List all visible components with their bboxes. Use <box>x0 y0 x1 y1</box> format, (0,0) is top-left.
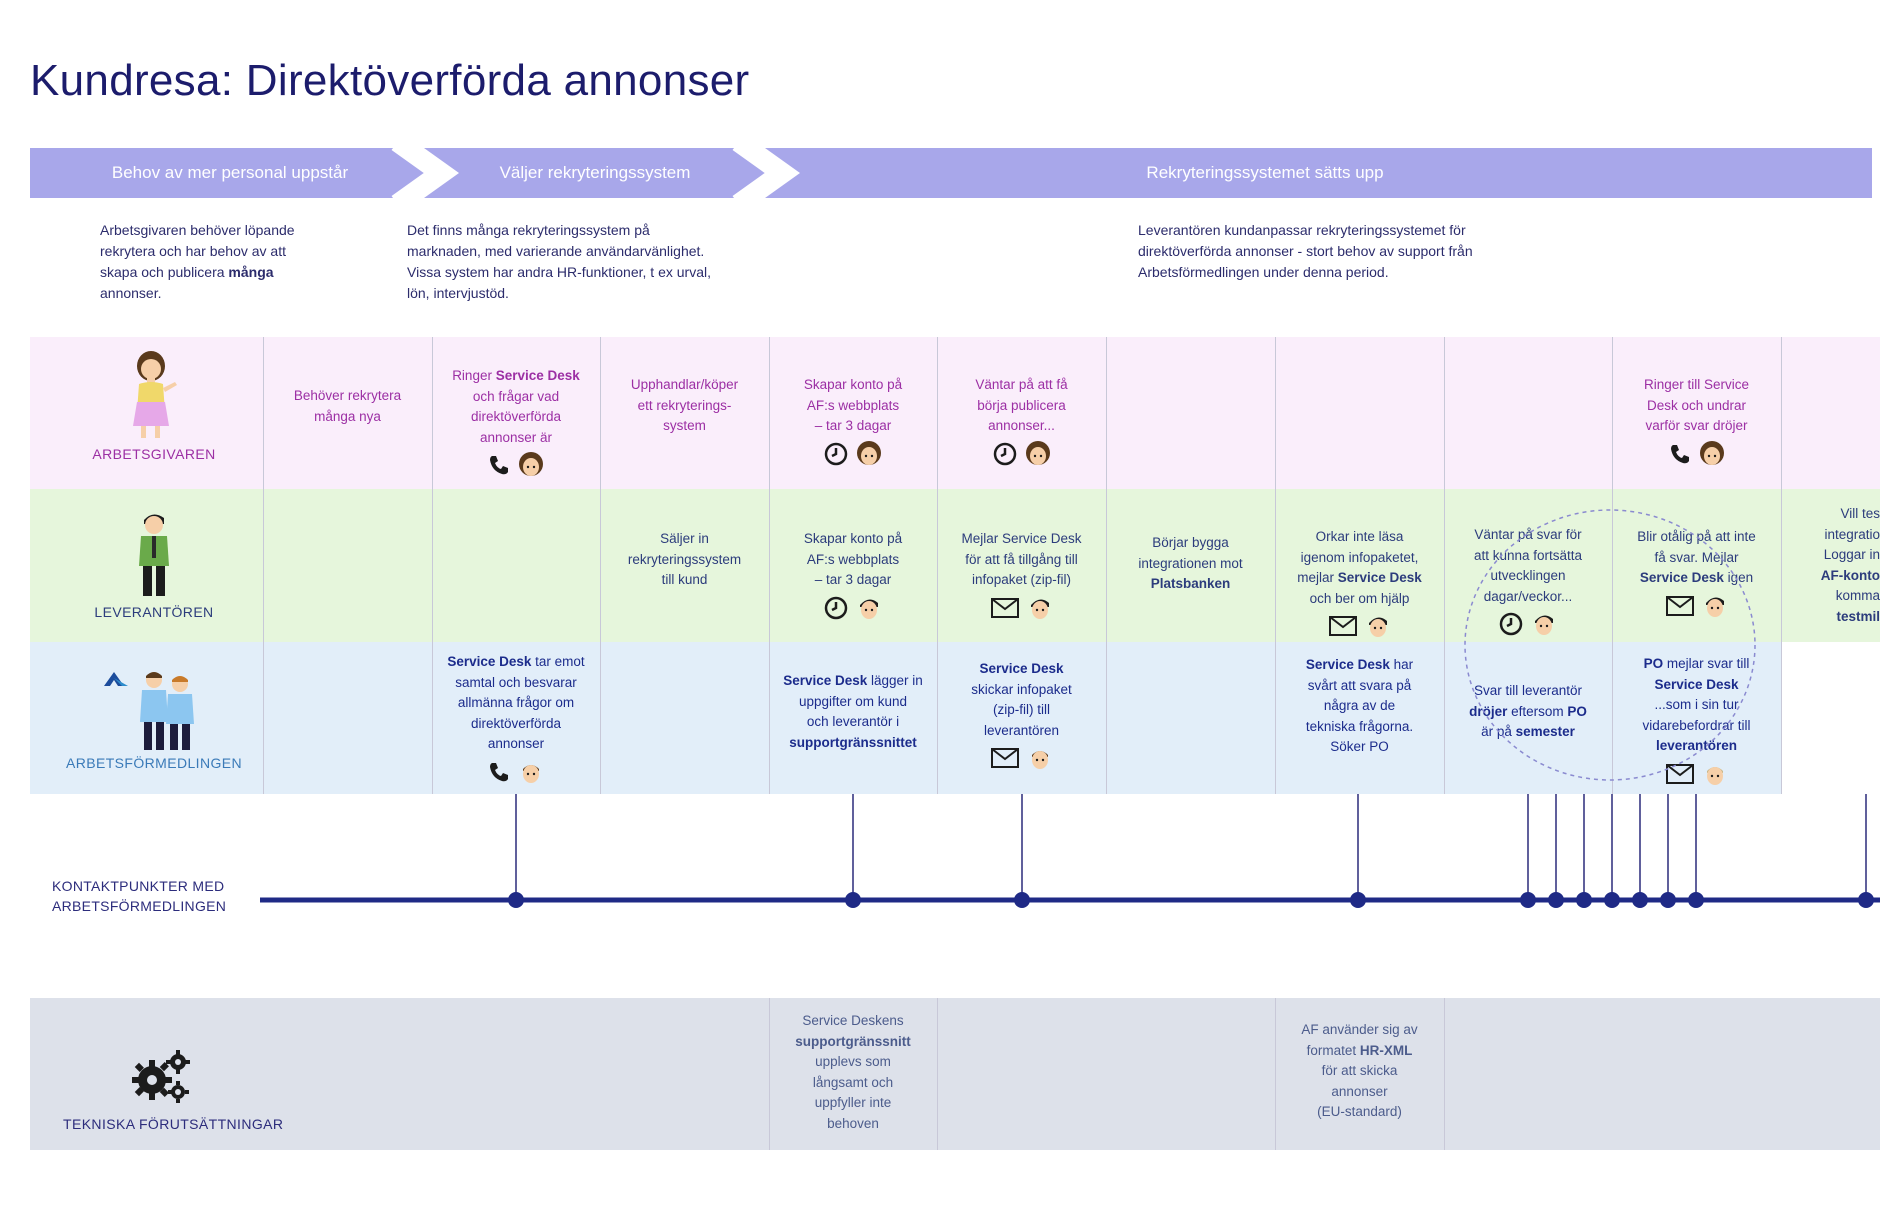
touchpoint-dot <box>1576 892 1592 908</box>
column-divider <box>937 337 938 794</box>
phase-label-need: Behov av mer personal uppstår <box>111 163 349 182</box>
tech-cell-2: AF använder sig av formatet HR-XML för a… <box>1301 1022 1418 1119</box>
lane-af <box>30 642 1880 794</box>
column-divider <box>1444 998 1445 1150</box>
af-cell-3: Service Desk skickar infopaket (zip-fil)… <box>937 659 1106 771</box>
af-figures-icon <box>104 672 194 750</box>
touchpoint-dot <box>1520 892 1536 908</box>
supplier-face-icon <box>1368 617 1387 637</box>
column-divider <box>1106 337 1107 794</box>
phone-icon <box>1670 444 1689 463</box>
supplier-cell-2: Skapar konto på AF:s webbplats – tar 3 d… <box>769 529 937 621</box>
af-face-icon <box>1031 751 1048 769</box>
column-divider <box>1275 998 1276 1150</box>
employer-figure-icon <box>133 351 177 438</box>
employer-face-icon <box>1699 440 1724 465</box>
mail-icon <box>990 597 1019 618</box>
employer-face-icon <box>857 440 881 465</box>
clock-icon <box>993 442 1016 465</box>
af-cell-2: Service Desk lägger in uppgifter om kund… <box>783 673 923 750</box>
supplier-face-icon <box>1030 598 1049 619</box>
phase-desc-setup: Leverantören kundanpassar rekryteringssy… <box>1138 222 1473 280</box>
touchpoint-dot <box>1548 892 1564 908</box>
touchpoint-dot <box>1632 892 1648 908</box>
touchpoint-dot <box>1858 892 1874 908</box>
lane-gap <box>1782 642 1880 794</box>
mail-icon <box>1328 616 1357 636</box>
af-face-icon <box>523 764 539 783</box>
column-divider <box>769 998 770 1150</box>
af-cell-6: PO mejlar svar till Service Desk ...som … <box>1612 654 1781 787</box>
column-divider <box>1612 337 1613 794</box>
supplier-cell-8: Vill tes integratio Loggar in AF-konto k… <box>1820 506 1880 624</box>
touchpoint-dot <box>508 892 524 908</box>
lane-employer <box>30 337 1880 489</box>
page-title: Kundresa: Direktöverförda annonser <box>30 56 750 105</box>
af-cell-4: Service Desk har svårt att svara på någr… <box>1305 657 1414 754</box>
employer-cell-3: Upphandlar/köper ett rekryterings- syste… <box>630 377 739 433</box>
employer-cell-5: Väntar på att få börja publicera annonse… <box>937 375 1106 467</box>
supplier-figure-icon <box>139 514 169 596</box>
phone-icon <box>490 456 508 475</box>
column-divider <box>769 337 770 794</box>
phase-bar <box>30 145 1872 201</box>
column-divider <box>937 998 938 1150</box>
column-divider <box>432 337 433 794</box>
column-divider <box>600 337 601 794</box>
employer-face-icon <box>1025 440 1050 465</box>
mail-icon <box>1665 763 1694 784</box>
column-divider <box>263 337 264 794</box>
clock-icon <box>1499 612 1523 636</box>
employer-face-icon <box>519 452 543 476</box>
lane-tech <box>30 998 1880 1150</box>
supplier-face-icon <box>1535 615 1553 635</box>
supplier-cell-4: Börjar bygga integrationen mot Platsbank… <box>1138 535 1243 591</box>
mail-icon <box>990 748 1019 768</box>
phase-label-setup: Rekryteringssystemet sätts upp <box>1146 163 1384 182</box>
mail-icon <box>1665 595 1694 616</box>
lane-supplier <box>30 489 1880 642</box>
supplier-cell-6: Väntar på svar för att kunna fortsätta u… <box>1444 525 1612 637</box>
column-divider <box>1444 337 1445 794</box>
phase-desc-choose-system: Det finns många rekryteringssystem på ma… <box>407 222 711 301</box>
employer-cell-2: Ringer Service Desk och frågar vad direk… <box>432 366 600 478</box>
employer-cell-4: Skapar konto på AF:s webbplats – tar 3 d… <box>769 375 937 467</box>
touchpoint-dot <box>1660 892 1676 908</box>
touchpoint-timeline <box>260 794 1880 908</box>
highlight-circle <box>1464 509 1756 781</box>
phase-label-choose-system: Väljer rekryteringssystem <box>499 163 691 182</box>
touchpoint-dot <box>1350 892 1366 908</box>
touchpoint-dot <box>1014 892 1030 908</box>
supplier-face-icon <box>860 598 878 619</box>
clock-icon <box>824 596 848 619</box>
af-cell-1: Service Desk tar emot samtal och besvara… <box>432 652 600 785</box>
af-face-icon <box>1706 766 1723 785</box>
tech-cell-1: Service Deskens supportgränssnitt upplev… <box>795 1013 911 1131</box>
supplier-cell-5: Orkar inte läsa igenom infopaketet, mejl… <box>1275 527 1444 639</box>
column-divider <box>1781 337 1782 794</box>
actor-label-employer: ARBETSGIVAREN <box>92 446 216 462</box>
phone-icon <box>490 762 508 781</box>
actor-label-touchpoints: KONTAKTPUNKTER MED ARBETSFÖRMEDLINGEN <box>52 878 227 914</box>
touchpoint-dot <box>1604 892 1620 908</box>
column-divider <box>1275 337 1276 794</box>
phase-desc-need: Arbetsgivaren behöver löpande rekrytera … <box>100 222 295 301</box>
actor-label-supplier: LEVERANTÖREN <box>94 604 214 620</box>
actor-label-af: ARBETSFÖRMEDLINGEN <box>66 755 242 771</box>
supplier-cell-3: Mejlar Service Desk för att få tillgång … <box>937 529 1106 621</box>
af-cell-5: Svar till leverantör dröjer eftersom PO … <box>1469 683 1587 739</box>
employer-cell-1: Behöver rekrytera många nya <box>293 388 402 424</box>
employer-cell-6: Ringer till Service Desk och undrar varf… <box>1612 375 1781 467</box>
touchpoint-dot <box>1688 892 1704 908</box>
supplier-face-icon <box>1705 596 1724 617</box>
actor-label-tech: TEKNISKA FÖRUTSÄTTNINGAR <box>63 1116 284 1132</box>
gears-icon <box>132 1050 190 1103</box>
supplier-cell-7: Blir otålig på att inte få svar. Mejlar … <box>1612 527 1781 619</box>
touchpoint-dot <box>845 892 861 908</box>
clock-icon <box>824 442 848 465</box>
supplier-cell-1: Säljer in rekryteringssystem till kund <box>627 531 742 587</box>
